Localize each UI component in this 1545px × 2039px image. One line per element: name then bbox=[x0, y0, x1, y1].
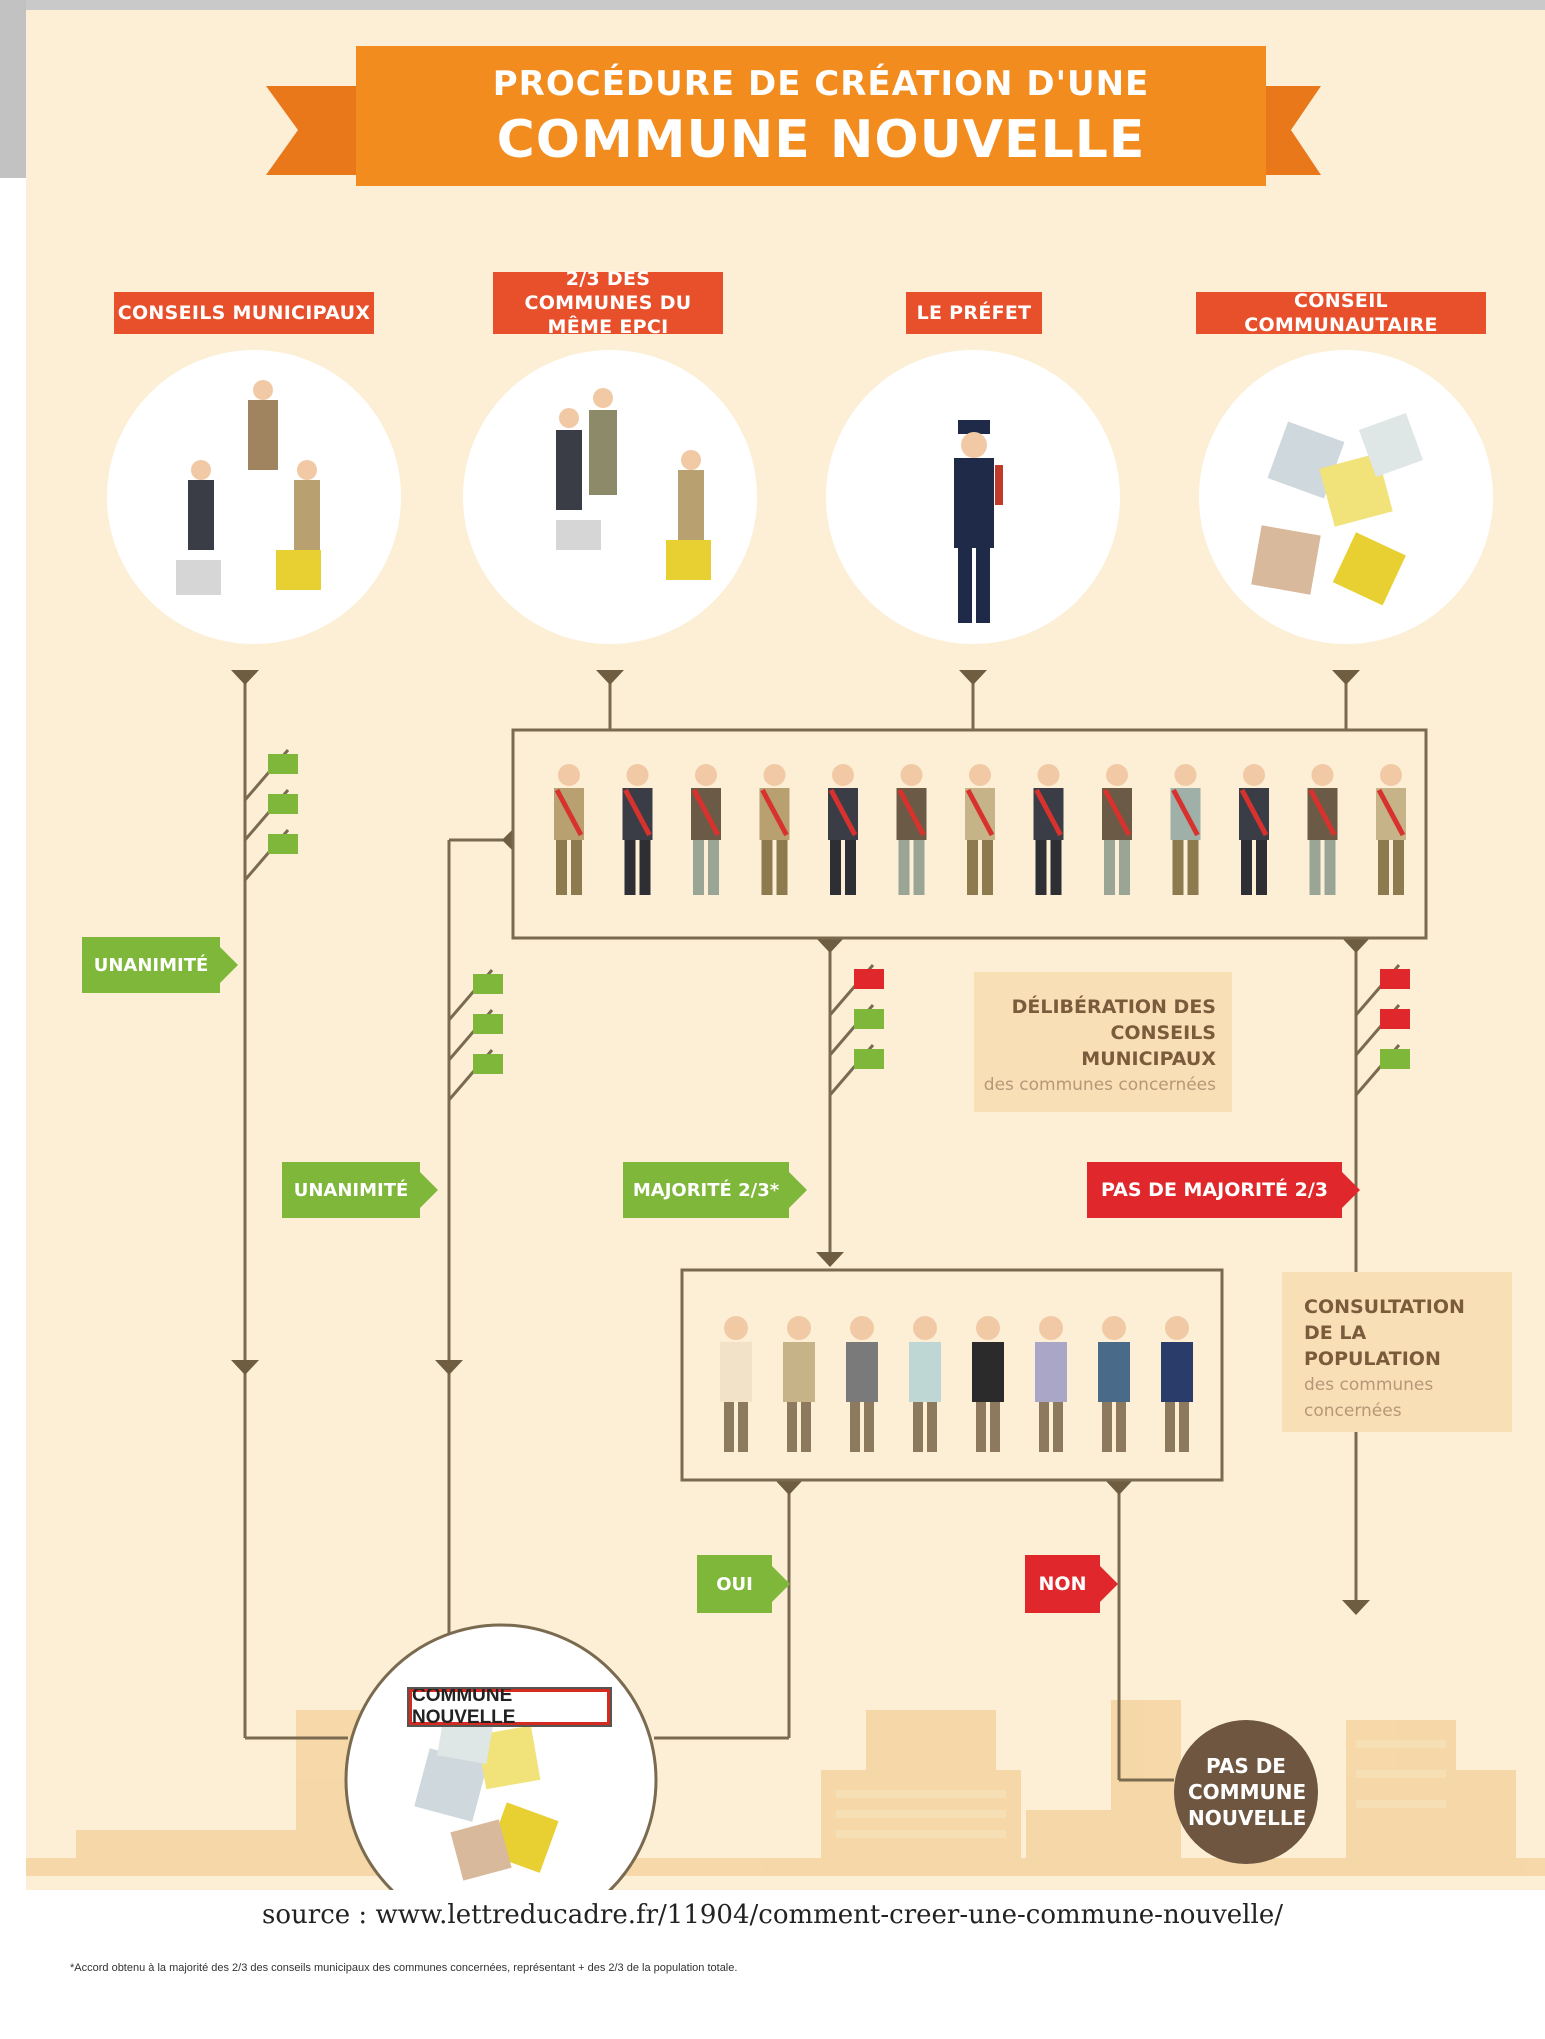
pas-de-commune-nouvelle: PAS DE COMMUNE NOUVELLE bbox=[1174, 1720, 1318, 1864]
flags-majorite bbox=[828, 964, 884, 1096]
flags-unanimite-1 bbox=[243, 749, 298, 881]
deliberation-title: DÉLIBÉRATION DES CONSEILS MUNICIPAUX bbox=[1011, 996, 1216, 1070]
unanimite-tag-2: UNANIMITÉ bbox=[282, 1162, 438, 1218]
pas-label: PAS DE COMMUNE NOUVELLE bbox=[1188, 1754, 1307, 1830]
consultation-note: CONSULTATION DE LA POPULATION des commun… bbox=[1282, 1272, 1512, 1432]
tag-le-prefet: LE PRÉFET bbox=[906, 292, 1042, 334]
oui-tag: OUI bbox=[697, 1555, 790, 1613]
councillor-figures bbox=[554, 764, 1406, 895]
councillor-figure bbox=[759, 764, 790, 895]
citizen-figure bbox=[972, 1316, 1004, 1452]
skyline-windows bbox=[836, 1740, 1446, 1838]
councillors-group-icon bbox=[556, 388, 711, 580]
flow-lines bbox=[243, 683, 1358, 1782]
councillor-figure bbox=[622, 764, 653, 895]
councillor-figure bbox=[1376, 764, 1406, 895]
consultation-title: CONSULTATION DE LA POPULATION bbox=[1304, 1296, 1465, 1370]
population-box bbox=[680, 1268, 1224, 1482]
councillors-icon bbox=[176, 380, 321, 595]
infographic-poster: PROCÉDURE DE CRÉATION D'UNE COMMUNE NOUV… bbox=[26, 10, 1545, 1890]
consultation-subtitle: des communes concernées bbox=[1304, 1375, 1434, 1421]
councillor-figure bbox=[691, 764, 721, 895]
majorite-tag: MAJORITÉ 2/3* bbox=[623, 1162, 807, 1218]
citizen-figure bbox=[1035, 1316, 1067, 1452]
title-line-1: PROCÉDURE DE CRÉATION D'UNE bbox=[492, 64, 1150, 104]
footnote: *Accord obtenu à la majorité des 2/3 des… bbox=[70, 1962, 738, 1974]
citizen-figure bbox=[1161, 1316, 1193, 1452]
puzzle-pieces-icon bbox=[1251, 412, 1424, 606]
councillor-figure bbox=[1307, 764, 1338, 895]
councillor-figure bbox=[554, 764, 584, 895]
prefect-icon bbox=[954, 420, 1003, 623]
councillor-figure bbox=[965, 764, 995, 895]
councillor-figure bbox=[1239, 764, 1269, 895]
deliberation-box bbox=[511, 728, 1428, 940]
councillor-figure bbox=[896, 764, 927, 895]
top-border bbox=[0, 0, 1545, 10]
banner-left-tail bbox=[266, 86, 371, 175]
title-line-2: COMMUNE NOUVELLE bbox=[496, 110, 1146, 170]
deliberation-note: DÉLIBÉRATION DES CONSEILS MUNICIPAUX des… bbox=[974, 972, 1232, 1112]
flags-unanimite-2 bbox=[447, 969, 503, 1101]
unanimite-tag-1: UNANIMITÉ bbox=[82, 937, 238, 993]
tag-conseils-municipaux: CONSEILS MUNICIPAUX bbox=[114, 292, 374, 334]
councillor-figure bbox=[828, 764, 858, 895]
tag-communes-epci: 2/3 DES COMMUNES DU MÊME EPCI bbox=[493, 268, 723, 338]
pas-majorite-tag: PAS DE MAJORITÉ 2/3 bbox=[1087, 1162, 1360, 1218]
councillor-figure bbox=[1102, 764, 1132, 895]
councillor-figure bbox=[1170, 764, 1201, 895]
merged-puzzle-icon bbox=[414, 1706, 559, 1881]
deliberation-subtitle: des communes concernées bbox=[983, 1075, 1216, 1095]
arrowheads bbox=[231, 670, 1370, 1615]
side-border bbox=[0, 0, 26, 178]
citizen-figure bbox=[783, 1316, 815, 1452]
citizen-figures bbox=[720, 1316, 1193, 1452]
tag-conseil-communautaire: CONSEIL COMMUNAUTAIRE bbox=[1196, 290, 1486, 336]
councillor-figure bbox=[1033, 764, 1064, 895]
source-caption: source : www.lettreducadre.fr/11904/comm… bbox=[262, 1900, 1283, 1930]
citizen-figure bbox=[909, 1316, 941, 1452]
flow-diagram bbox=[26, 46, 1545, 1890]
citizen-figure bbox=[720, 1316, 752, 1452]
commune-nouvelle-label: COMMUNE NOUVELLE bbox=[407, 1685, 612, 1728]
title-banner bbox=[356, 46, 1266, 186]
flags-pas-majorite bbox=[1354, 964, 1410, 1096]
citizen-figure bbox=[846, 1316, 878, 1452]
non-tag: NON bbox=[1025, 1555, 1118, 1613]
citizen-figure bbox=[1098, 1316, 1130, 1452]
